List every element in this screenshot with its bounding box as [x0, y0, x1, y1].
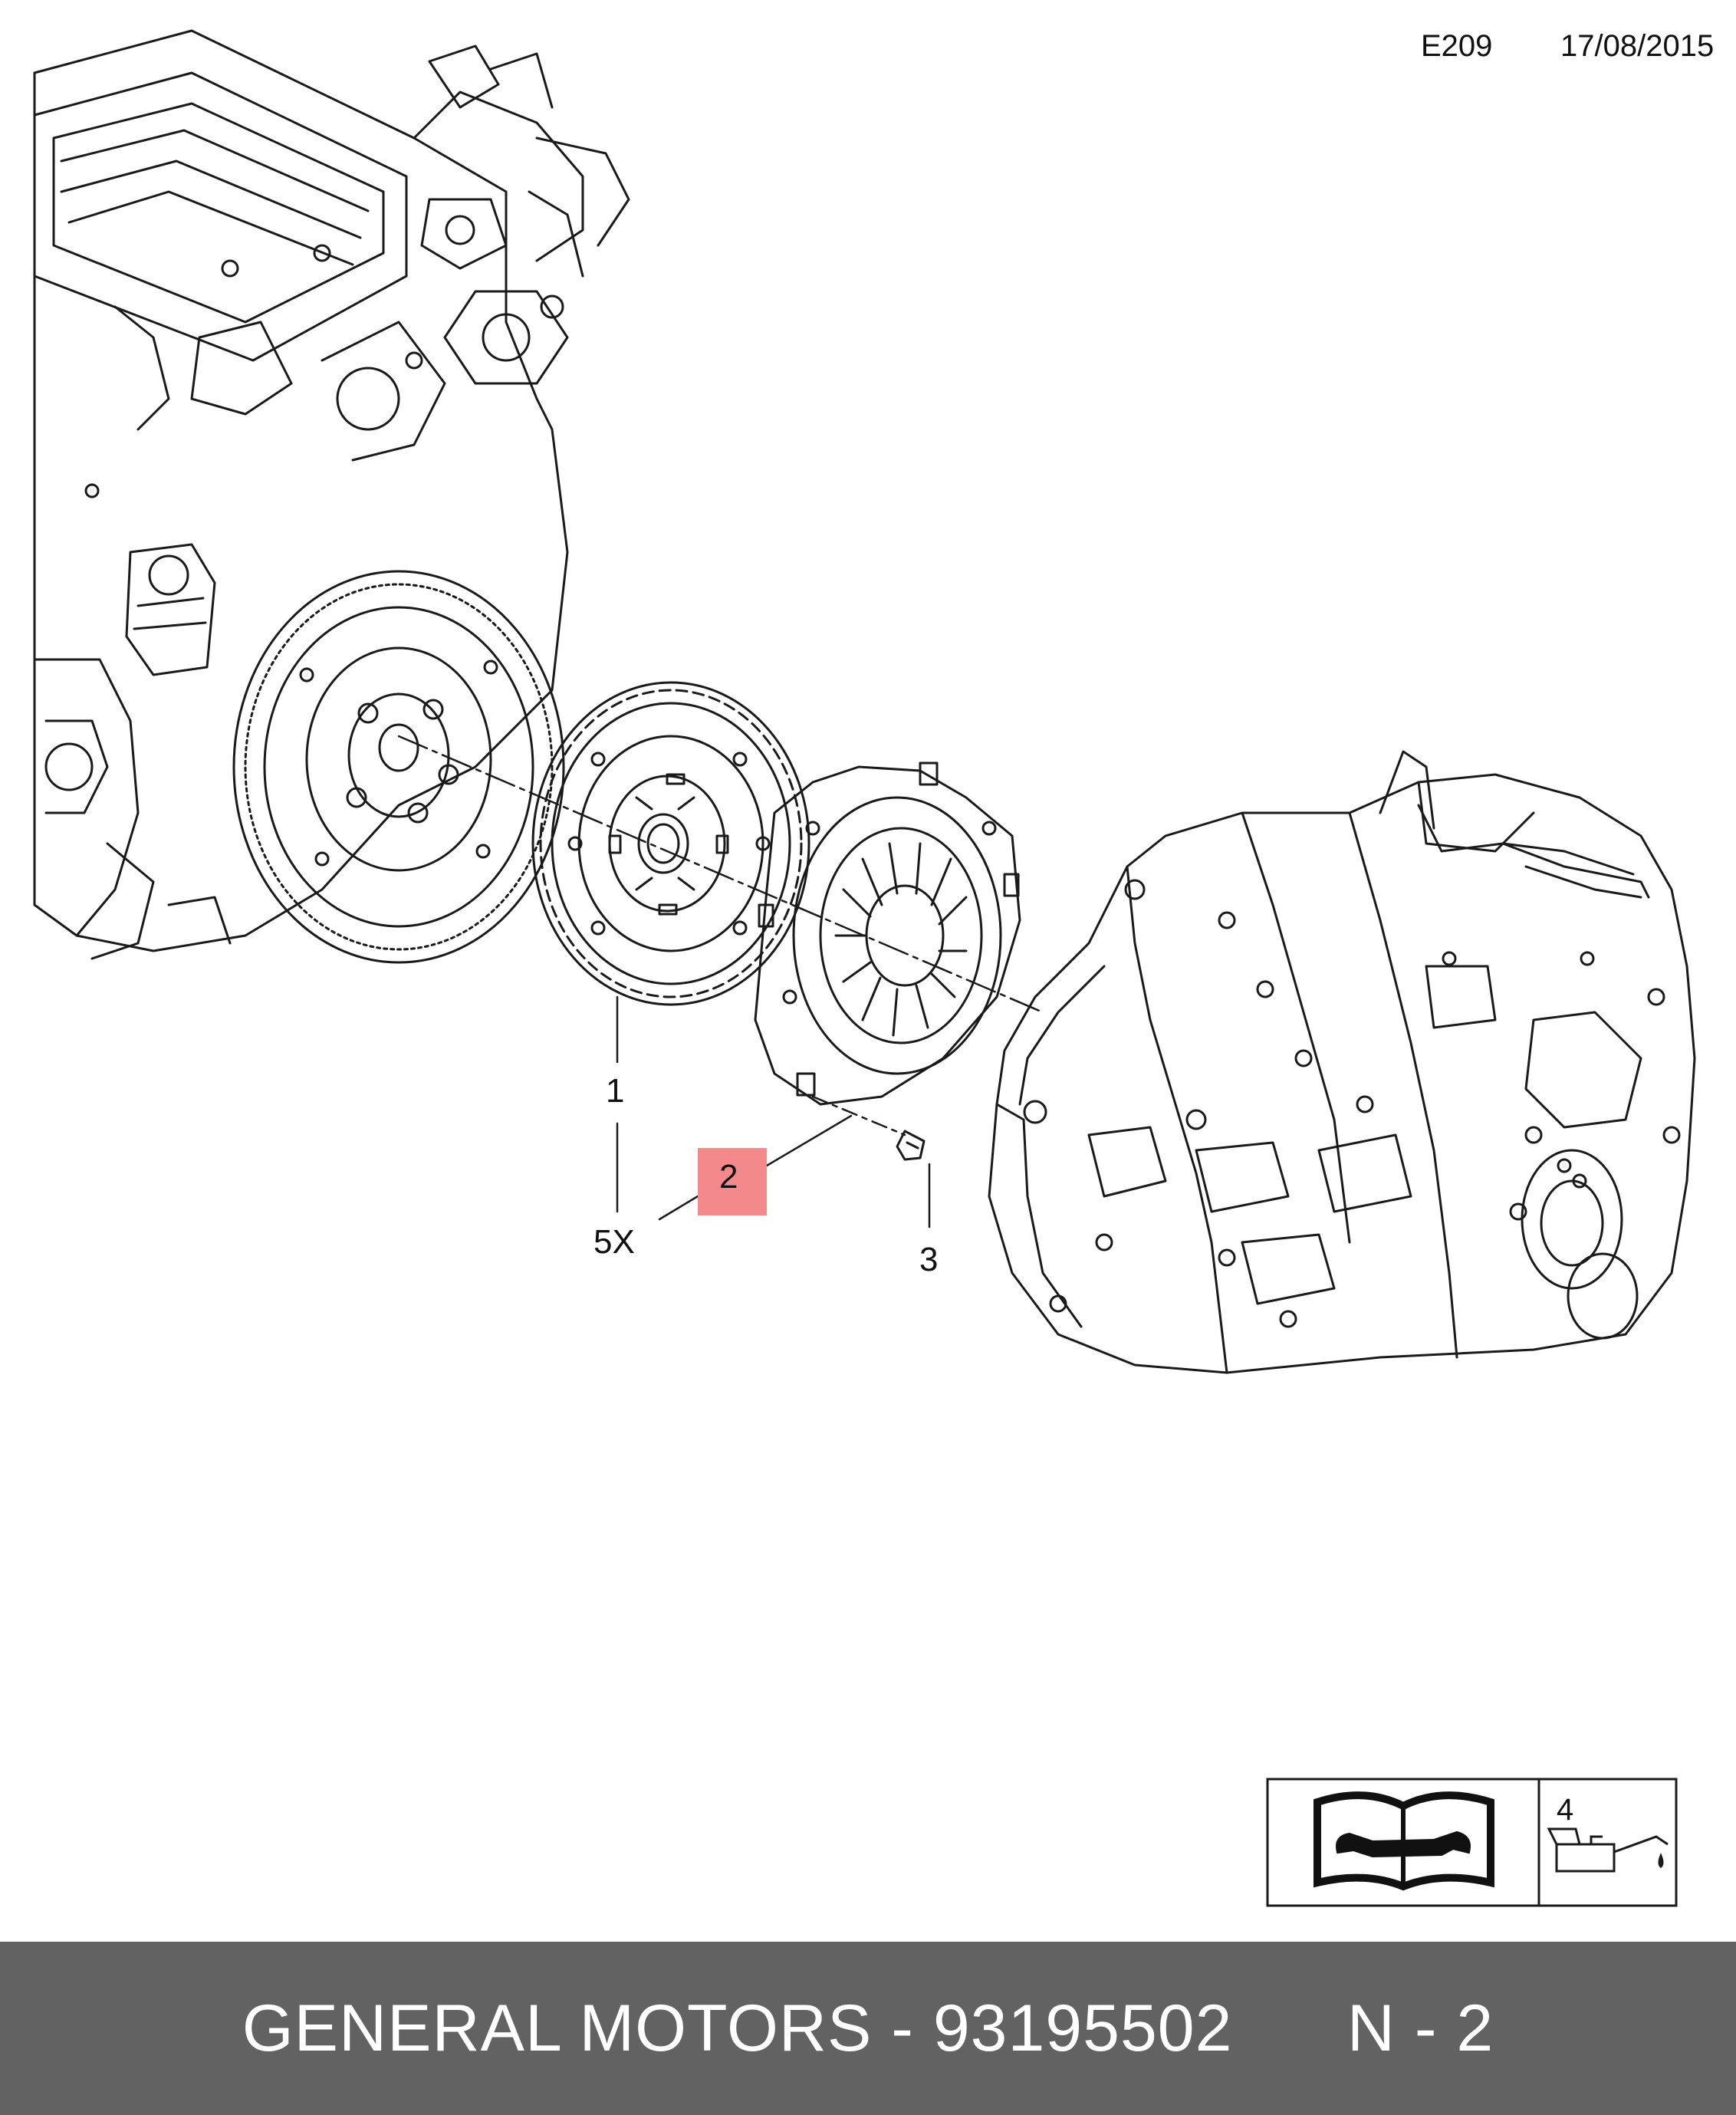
engine-block: [33, 29, 630, 960]
callout-highlight: [698, 1148, 767, 1215]
icon-panel: [1266, 1778, 1678, 1907]
footer-bar: GENERAL MOTORS - 93195502 N - 2: [0, 1942, 1736, 2115]
footer-brand: GENERAL MOTORS: [242, 1991, 873, 2065]
clutch-disc: [531, 681, 810, 1006]
diagram-drawing: [33, 29, 1696, 1907]
leader-lines: [616, 995, 931, 1229]
diagram-date: 17/08/2015: [1560, 29, 1715, 63]
bolt: [896, 1130, 926, 1161]
flywheel: [232, 570, 565, 964]
callout-bolt-quantity: 5X: [593, 1223, 635, 1261]
footer-part-number: 93195502: [932, 1991, 1233, 2065]
diagram-code: E209: [1421, 29, 1493, 63]
callout-bolt: 3: [919, 1241, 939, 1278]
oil-can-icon: [1547, 1827, 1669, 1873]
footer-variant: N - 2: [1346, 1991, 1494, 2065]
transmission: [988, 750, 1696, 1374]
callout-pressure-plate: 2: [719, 1158, 738, 1196]
assembly-axis: [397, 735, 1044, 1136]
callout-lubricant: 4: [1557, 1793, 1574, 1827]
pressure-plate: [754, 761, 1021, 1106]
callout-clutch-disc: 1: [606, 1072, 625, 1110]
footer-title: GENERAL MOTORS - 93195502 N - 2: [242, 1991, 1494, 2067]
service-manual-icon: [1314, 1791, 1494, 1891]
footer-separator: -: [872, 1991, 933, 2065]
footer-spacer: [1232, 1992, 1346, 2065]
